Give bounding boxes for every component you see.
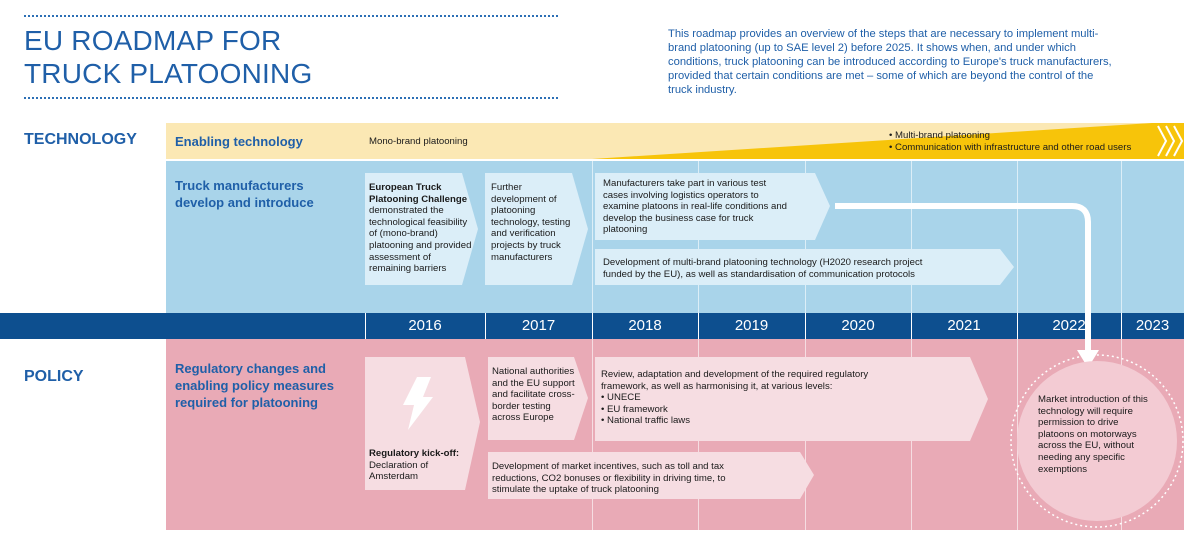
lightning-bolt-icon xyxy=(403,377,433,430)
regulatory-label-line-2: enabling policy measures xyxy=(175,378,334,393)
enabling-technology-label: Enabling technology xyxy=(175,134,303,149)
title-line-2: TRUCK PLATOONING xyxy=(24,58,313,89)
multi-brand-line-1: • Multi-brand platooning xyxy=(889,130,990,141)
review-level-item: • National traffic laws xyxy=(601,415,691,427)
year-separator xyxy=(365,313,366,339)
market-intro-text: Market introduction of this technology w… xyxy=(1038,394,1148,475)
intro-paragraph: This roadmap provides an overview of the… xyxy=(668,28,1112,96)
technology-section-label: TECHNOLOGY xyxy=(24,131,137,148)
manufacturers-label: Truck manufacturers develop and introduc… xyxy=(175,177,314,211)
further-dev-chevron xyxy=(485,173,588,285)
manufacturers-label-line-1: Truck manufacturers xyxy=(175,178,304,193)
year-2022: 2022 xyxy=(1052,317,1086,334)
kickoff-text: Regulatory kick-off: Declaration of Amst… xyxy=(369,448,465,483)
national-chevron xyxy=(488,357,588,440)
manufacturers-test-chevron xyxy=(595,173,830,240)
challenge-description: demonstrated the technological feasibili… xyxy=(369,205,472,275)
market-intro-circle xyxy=(1017,361,1177,521)
manufacturers-test-text: Manufacturers take part in various test … xyxy=(603,178,787,236)
multi-brand-line-2: • Communication with infrastructure and … xyxy=(889,141,1132,153)
review-level-item: • UNECE xyxy=(601,392,641,404)
year-separator xyxy=(698,161,699,530)
challenge-chevron xyxy=(365,173,478,285)
national-text: National authorities and the EU support … xyxy=(492,366,575,424)
year-separator xyxy=(1017,161,1018,530)
page-title: EU ROADMAP FOR TRUCK PLATOONING xyxy=(24,24,312,90)
multi-brand-dev-text: Development of multi-brand platooning te… xyxy=(603,257,923,280)
mono-brand-text: Mono-brand platooning xyxy=(369,136,468,147)
multi-brand-text: • Multi-brand platooning • Communication… xyxy=(889,130,1159,153)
review-text: Review, adaptation and development of th… xyxy=(601,369,891,427)
challenge-title-line-1: European Truck xyxy=(369,182,442,193)
year-2018: 2018 xyxy=(628,317,662,334)
year-separator xyxy=(592,313,593,339)
year-separator xyxy=(1121,313,1122,339)
year-2017: 2017 xyxy=(521,317,556,334)
year-2016: 2016 xyxy=(408,317,442,334)
incentives-text: Development of market incentives, such a… xyxy=(492,461,726,496)
policy-section-label: POLICY xyxy=(24,368,84,385)
year-separator xyxy=(805,313,806,339)
market-intro-circle-ring xyxy=(1010,354,1184,528)
kickoff-chevron xyxy=(365,357,480,490)
year-separator xyxy=(805,161,806,530)
regulatory-label-line-1: Regulatory changes and xyxy=(175,361,326,376)
manufacturers-label-line-2: develop and introduce xyxy=(175,195,314,210)
title-line-1: EU ROADMAP FOR xyxy=(24,25,282,56)
year-2021: 2021 xyxy=(947,317,981,334)
review-levels-list: • UNECE • EU framework • National traffi… xyxy=(601,392,891,427)
year-2020: 2020 xyxy=(841,317,875,334)
double-chevron-icon xyxy=(1157,125,1184,157)
further-dev-text: Further development of platooning techno… xyxy=(491,182,571,263)
kickoff-description: Declaration of Amsterdam xyxy=(369,459,429,483)
incentives-chevron xyxy=(488,452,814,499)
multi-brand-wedge xyxy=(592,123,1184,159)
top-dotted-rule xyxy=(24,15,558,17)
review-level-item: • EU framework xyxy=(601,403,668,415)
year-2023: 2023 xyxy=(1135,317,1170,334)
challenge-title-line-2: Platooning Challenge xyxy=(369,193,468,205)
year-2019: 2019 xyxy=(734,317,769,334)
regulatory-label-line-3: required for platooning xyxy=(175,395,318,410)
year-separator xyxy=(911,313,912,339)
year-separator xyxy=(1121,161,1122,530)
kickoff-title: Regulatory kick-off: xyxy=(369,448,460,459)
year-separator xyxy=(592,161,593,530)
year-separator xyxy=(911,161,912,530)
year-separator xyxy=(1017,313,1018,339)
review-chevron xyxy=(595,357,988,441)
review-intro: Review, adaptation and development of th… xyxy=(601,369,869,392)
bottom-dotted-rule xyxy=(24,97,558,99)
year-separator xyxy=(485,313,486,339)
multi-brand-dev-chevron xyxy=(595,249,1014,285)
challenge-text: European Truck Platooning Challenge demo… xyxy=(369,182,473,275)
regulatory-label: Regulatory changes and enabling policy m… xyxy=(175,360,334,411)
year-separator xyxy=(698,313,699,339)
flow-arrow-line xyxy=(835,203,1091,352)
